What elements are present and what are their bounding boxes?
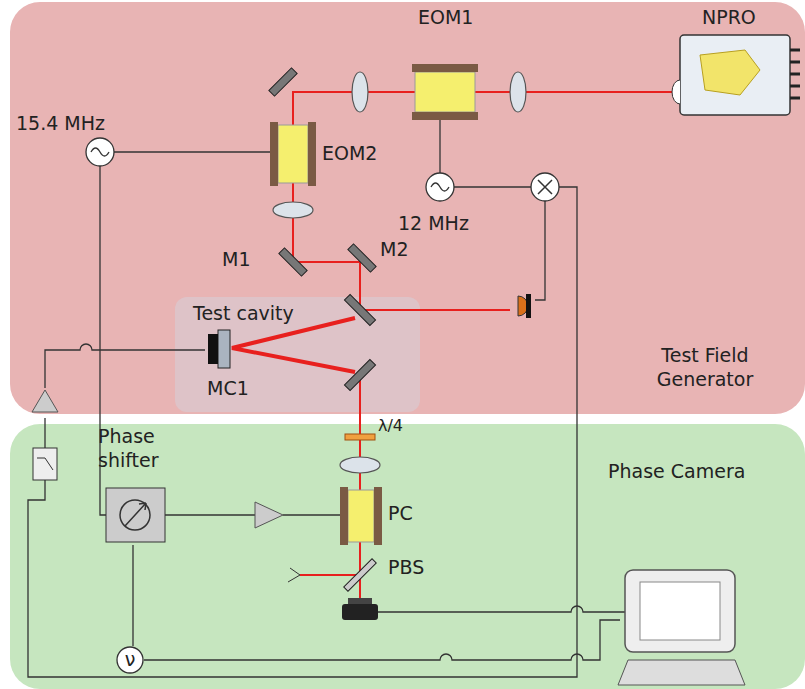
- region-fill: [175, 297, 420, 412]
- component-label: M2: [380, 238, 408, 261]
- node-title: Phase Camera: [608, 460, 745, 484]
- component-label: M1: [222, 248, 250, 271]
- npro-laser: [672, 35, 800, 115]
- component-label: EOM1: [418, 6, 473, 29]
- low-pass-filter: [33, 448, 57, 480]
- component-label: 12 MHz: [398, 212, 469, 235]
- node-title: Phase shifter: [98, 425, 180, 473]
- signal-wire: [132, 545, 133, 646]
- photodiode: [518, 294, 531, 318]
- lenses: [273, 72, 526, 473]
- phase-shifter-symbol: [106, 488, 165, 542]
- waveplate: [345, 434, 375, 440]
- region-band: Test Field Generator Test cavityMC1: [10, 2, 805, 414]
- eom1-symbol: [412, 64, 478, 120]
- laser-beam: [293, 92, 685, 612]
- component-label: EOM2: [322, 142, 377, 165]
- node-title: Test cavity: [193, 302, 294, 326]
- region-fill: [10, 2, 805, 414]
- pockels-cell: [340, 487, 382, 545]
- part-label: MC1: [207, 377, 249, 401]
- mixer: [531, 173, 559, 201]
- computer: [618, 570, 745, 685]
- wires: [28, 120, 625, 677]
- cavity-box: Test cavityMC1: [175, 297, 420, 412]
- mc1-mirror: [208, 330, 230, 368]
- cavity-beam: [232, 318, 355, 372]
- region-fill: [10, 424, 805, 689]
- node-title: ν: [116, 648, 144, 672]
- eom2-symbol: [270, 122, 316, 186]
- oscillators: [86, 138, 454, 201]
- phase-shifter-box: Phase shifter: [98, 425, 186, 545]
- frequency-counter: ν: [116, 646, 150, 674]
- node-title: Test Field Generator: [625, 344, 785, 392]
- component-label: NPRO: [702, 6, 756, 29]
- component-label: PC: [388, 502, 413, 525]
- component-label: 15.4 MHz: [16, 112, 105, 135]
- beam-dump: [288, 568, 300, 582]
- camera: [342, 598, 378, 620]
- component-label: λ/4: [378, 416, 403, 435]
- component-label: PBS: [388, 556, 424, 579]
